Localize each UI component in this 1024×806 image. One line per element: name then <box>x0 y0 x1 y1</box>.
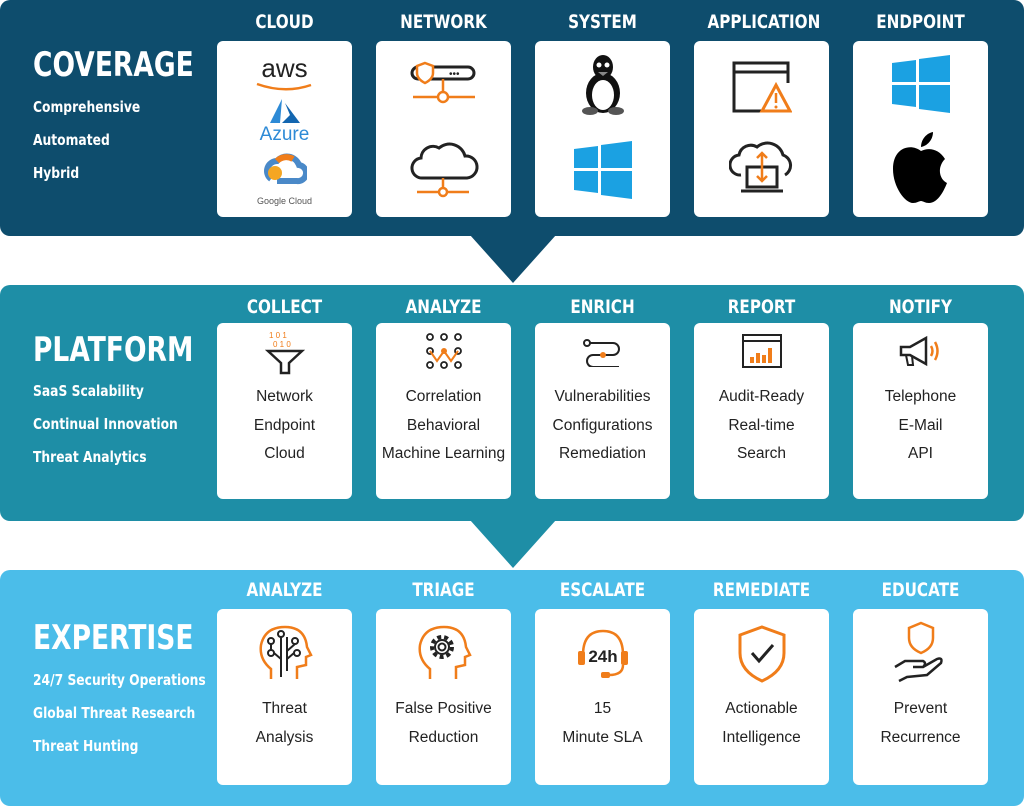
google-cloud-icon <box>263 153 307 185</box>
aws-logo: aws <box>261 53 308 83</box>
apple-icon <box>892 132 947 203</box>
cloud-network-icon <box>410 142 479 198</box>
escalate-line: Minute SLA <box>562 728 643 746</box>
false-positive-line: False Positive <box>395 700 492 717</box>
coverage-sub: Comprehensive <box>33 98 141 116</box>
analyze-line: Machine Learning <box>381 445 506 462</box>
expertise-sub: Threat Hunting <box>33 737 139 755</box>
col-cloud: CLOUD <box>255 11 314 33</box>
coverage-sub: Hybrid <box>33 164 80 182</box>
enrich-line: Configurations <box>552 416 653 434</box>
threat-analysis-card: Threat Analysis <box>217 609 352 785</box>
enrich-line: Remediation <box>558 445 647 462</box>
col-network: NETWORK <box>400 11 487 33</box>
notify-line: E-Mail <box>898 416 943 434</box>
enrich-line: Vulnerabilities <box>554 388 651 405</box>
flow-icon <box>582 339 620 367</box>
col-analyze: ANALYZE <box>246 579 323 601</box>
col-report: REPORT <box>727 296 796 318</box>
svg-text:0 1 0: 0 1 0 <box>273 340 291 349</box>
threat-analysis-line: Threat <box>262 700 307 717</box>
platform-title: PLATFORM <box>33 330 194 370</box>
col-triage: TRIAGE <box>412 579 475 601</box>
educate-line: Recurrence <box>880 728 961 746</box>
col-educate: EDUCATE <box>881 579 960 601</box>
false-positive-line: Reduction <box>408 728 479 746</box>
platform-sub: SaaS Scalability <box>33 382 144 400</box>
expertise-sub: Global Threat Research <box>33 704 196 722</box>
enrich-card: Vulnerabilities Configurations Remediati… <box>535 323 670 499</box>
24h-text: 24h <box>588 647 617 666</box>
collect-line: Network <box>256 388 313 405</box>
report-chart-icon <box>741 334 782 368</box>
collect-line: Endpoint <box>253 416 316 434</box>
report-line: Real-time <box>728 416 795 434</box>
windows-icon <box>573 141 632 199</box>
azure-icon <box>269 99 300 123</box>
endpoint-card <box>853 41 988 217</box>
expertise-title: EXPERTISE <box>33 618 194 658</box>
system-card <box>535 41 670 217</box>
nodes-icon <box>425 333 462 369</box>
coverage-sub: Automated <box>33 131 110 149</box>
col-application: APPLICATION <box>707 11 821 33</box>
col-notify: NOTIFY <box>888 296 953 318</box>
svg-text:1 0 1: 1 0 1 <box>269 331 287 340</box>
escalate-card: 24h 15 Minute SLA <box>535 609 670 785</box>
notify-card: Telephone E-Mail API <box>853 323 988 499</box>
shield-check-icon <box>738 625 785 683</box>
azure-logo: Azure <box>259 124 310 145</box>
remediate-line: Intelligence <box>722 728 801 746</box>
threat-analysis-line: Analysis <box>255 728 314 746</box>
megaphone-icon <box>899 335 939 367</box>
col-remediate: REMEDIATE <box>712 579 811 601</box>
notify-line: API <box>908 445 933 462</box>
windows-icon <box>891 55 950 113</box>
col-escalate: ESCALATE <box>559 579 646 601</box>
col-collect: COLLECT <box>246 296 323 318</box>
report-line: Audit-Ready <box>718 388 805 405</box>
cloud-laptop-icon <box>728 141 792 193</box>
firewall-icon: ••• <box>410 61 475 104</box>
app-warning-icon <box>732 61 792 113</box>
escalate-line: 15 <box>593 700 612 717</box>
head-gear-icon <box>417 625 472 679</box>
platform-sub: Continual Innovation <box>33 415 178 433</box>
col-system: SYSTEM <box>568 11 637 33</box>
educate-line: Prevent <box>893 700 948 717</box>
col-enrich: ENRICH <box>570 296 635 318</box>
col-analyze: ANALYZE <box>405 296 482 318</box>
analyze-line: Correlation <box>405 388 482 405</box>
platform-sub: Threat Analytics <box>33 448 147 466</box>
headset-24h-icon: 24h <box>577 629 628 678</box>
network-card: ••• <box>376 41 511 217</box>
google-cloud-logo: Google Cloud <box>256 196 313 206</box>
application-card <box>694 41 829 217</box>
platform-arrow <box>470 520 556 568</box>
collect-line: Cloud <box>264 445 305 462</box>
col-endpoint: ENDPOINT <box>876 11 965 33</box>
report-card: Audit-Ready Real-time Search <box>694 323 829 499</box>
linux-icon <box>581 55 624 115</box>
head-circuit-icon <box>258 625 313 679</box>
report-line: Search <box>736 445 787 462</box>
false-positive-card: False Positive Reduction <box>376 609 511 785</box>
remediate-line: Actionable <box>725 700 798 717</box>
hand-shield-icon <box>893 621 943 683</box>
analyze-card: Correlation Behavioral Machine Learning <box>376 323 511 499</box>
funnel-icon: 1 0 10 1 0 <box>264 331 305 375</box>
cloud-card: aws Azure Google Cloud <box>217 41 352 217</box>
aws-smile-icon <box>256 82 311 91</box>
coverage-title: COVERAGE <box>33 45 194 85</box>
coverage-arrow <box>470 235 556 283</box>
educate-card: Prevent Recurrence <box>853 609 988 785</box>
expertise-sub: 24/7 Security Operations <box>33 671 206 689</box>
remediate-card: Actionable Intelligence <box>694 609 829 785</box>
svg-text:•••: ••• <box>449 69 460 80</box>
analyze-line: Behavioral <box>406 416 481 434</box>
notify-line: Telephone <box>884 388 957 405</box>
